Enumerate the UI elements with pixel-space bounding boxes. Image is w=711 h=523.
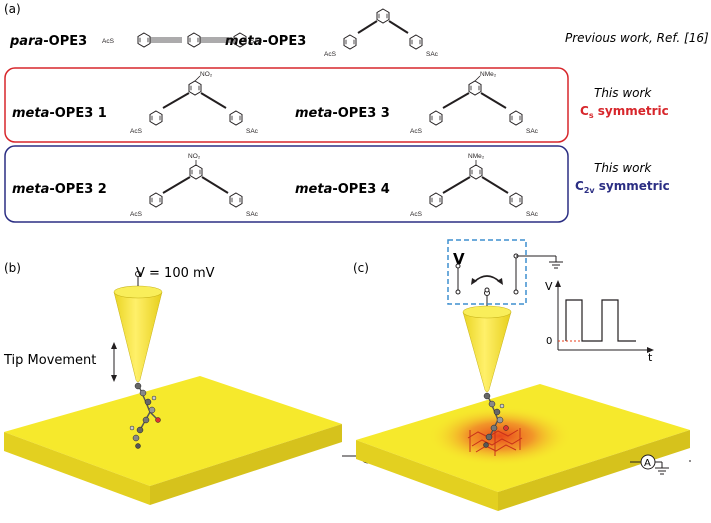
label-meta-ope3-2: meta-OPE3 2 — [12, 182, 107, 197]
label-meta-ope3-4: meta-OPE3 4 — [295, 182, 390, 197]
svg-text:SAc: SAc — [426, 51, 439, 58]
meta-ope3-2-structure: NO₂ AcS SAc — [130, 153, 259, 218]
c2v-symmetric-label: C2v symmetric — [575, 179, 670, 195]
previous-work-note: Previous work, Ref. [16] — [565, 31, 709, 45]
gold-substrate-b — [4, 376, 342, 505]
stm-tip-c — [462, 290, 512, 393]
svg-text:SAc: SAc — [246, 128, 259, 135]
waveform-zero: 0 — [546, 336, 552, 347]
panel-label-b: (b) — [4, 261, 21, 275]
svg-text:NMe₂: NMe₂ — [480, 71, 497, 78]
tip-movement-label: Tip Movement — [3, 353, 96, 368]
ammeter-label-c: A — [644, 458, 651, 469]
heated-spot — [428, 406, 572, 466]
meta-ope3-3-structure: NMe₂ AcS SAc — [410, 71, 539, 135]
c2v-symmetric-box — [4, 145, 569, 223]
tip-movement-arrow — [111, 342, 117, 382]
svg-text:SAc: SAc — [250, 38, 263, 45]
voltage-waveform — [555, 280, 654, 353]
cs-symmetric-box — [4, 67, 569, 143]
panel-label-c: (c) — [353, 261, 369, 275]
gold-substrate-c — [356, 384, 690, 511]
label-meta-ope3-3: meta-OPE3 3 — [295, 106, 390, 121]
switch-voltage-label: V — [453, 250, 465, 268]
svg-text:NO₂: NO₂ — [188, 153, 201, 160]
svg-text:AcS: AcS — [410, 128, 423, 135]
meta-ope3-structure: AcS SAc — [324, 8, 439, 58]
waveform-axis-t: t — [648, 351, 653, 364]
label-meta-ope3-1: meta-OPE3 1 — [12, 106, 107, 121]
voltage-switch-box — [447, 239, 527, 305]
cs-symmetric-label: Cs symmetric — [580, 104, 669, 120]
this-work-note-2: This work — [594, 161, 652, 175]
svg-text:SAc: SAc — [526, 211, 539, 218]
svg-text:NO₂: NO₂ — [200, 71, 213, 78]
stm-tip-b — [113, 271, 163, 383]
label-para-ope3: para-OPE3 — [9, 34, 87, 49]
para-ope3-structure: AcS SAc — [102, 32, 263, 48]
this-work-note-1: This work — [594, 86, 652, 100]
svg-text:AcS: AcS — [130, 211, 143, 218]
waveform-axis-v: V — [545, 280, 553, 293]
panel-label-a: (a) — [4, 2, 21, 16]
voltage-switch — [455, 253, 563, 295]
molecule-b — [129, 382, 161, 449]
voltage-label: V = 100 mV — [136, 266, 215, 281]
heater-pattern — [467, 428, 523, 456]
ammeter-c — [630, 454, 691, 475]
svg-text:AcS: AcS — [410, 211, 423, 218]
meta-ope3-1-structure: NO₂ AcS SAc — [130, 71, 259, 135]
molecule-c — [483, 392, 509, 448]
svg-text:SAc: SAc — [246, 211, 259, 218]
svg-text:AcS: AcS — [130, 128, 143, 135]
svg-text:SAc: SAc — [526, 128, 539, 135]
label-meta-ope3: meta-OPE3 — [225, 34, 306, 49]
svg-text:NMe₂: NMe₂ — [468, 153, 485, 160]
svg-text:AcS: AcS — [324, 51, 337, 58]
svg-text:AcS: AcS — [102, 38, 115, 45]
meta-ope3-4-structure: NMe₂ AcS SAc — [410, 153, 539, 218]
